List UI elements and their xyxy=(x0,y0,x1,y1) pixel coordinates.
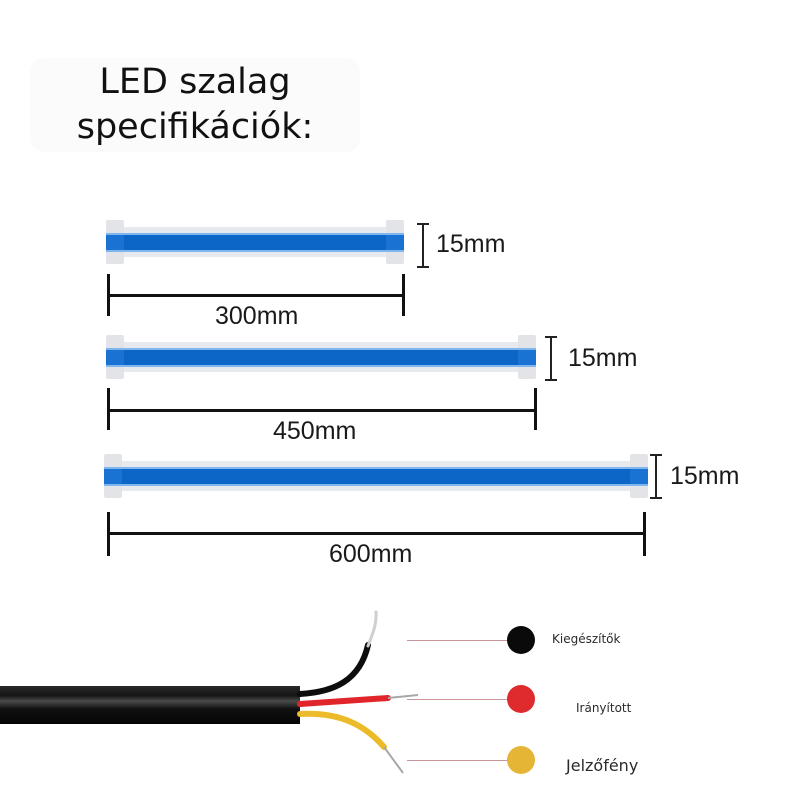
title-line-1: LED szalag xyxy=(99,62,291,102)
length-label: 450mm xyxy=(273,417,357,445)
ibeam-bottom xyxy=(650,497,662,499)
led-strip-450 xyxy=(106,335,536,379)
black-wire-dot-icon xyxy=(507,626,535,654)
ibeam-bottom xyxy=(417,266,429,268)
leader-line xyxy=(407,760,512,761)
strip-led-inner xyxy=(124,235,386,250)
strip-led-inner xyxy=(122,469,630,484)
dimension-tick-right xyxy=(534,388,537,430)
dimension-bar xyxy=(107,409,536,412)
ibeam-stem xyxy=(550,336,552,380)
page-title: LED szalag specifikációk: xyxy=(30,60,360,150)
leader-line xyxy=(407,699,512,700)
title-background xyxy=(30,58,360,152)
strip-led-inner xyxy=(124,350,518,365)
ibeam-stem xyxy=(655,454,657,498)
wire-label: Irányított xyxy=(576,701,632,715)
wire-label: Jelzőfény xyxy=(566,756,639,775)
dimension-bar xyxy=(107,294,404,297)
led-strip-600 xyxy=(104,454,648,498)
wire-label: Kiegészítők xyxy=(552,632,621,646)
cable-sheath xyxy=(0,686,300,724)
dimension-bar xyxy=(107,532,646,535)
height-label: 15mm xyxy=(568,344,638,372)
wire-ends-icon xyxy=(297,610,419,774)
height-label: 15mm xyxy=(670,462,740,490)
height-label: 15mm xyxy=(436,230,506,258)
ibeam-bottom xyxy=(545,379,557,381)
yellow-wire-dot-icon xyxy=(507,746,535,774)
dimension-tick-right xyxy=(402,274,405,316)
title-line-2: specifikációk: xyxy=(76,107,314,147)
leader-line xyxy=(407,640,512,641)
red-wire-dot-icon xyxy=(507,685,535,713)
length-label: 600mm xyxy=(329,540,413,568)
dimension-tick-right xyxy=(643,512,646,556)
length-label: 300mm xyxy=(215,302,299,330)
ibeam-stem xyxy=(422,223,424,267)
led-strip-300 xyxy=(106,220,404,264)
